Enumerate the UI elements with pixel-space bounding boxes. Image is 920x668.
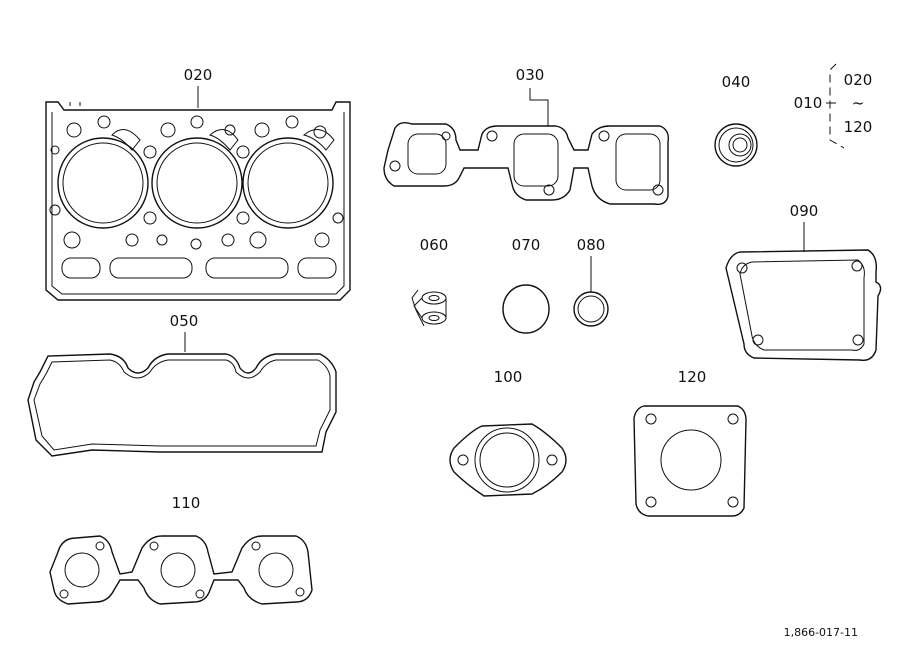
part-number-120: 120 [678, 368, 707, 386]
kit-label-010: 010 [794, 94, 823, 112]
o-ring[interactable] [502, 284, 550, 334]
part-number-030: 030 [516, 66, 545, 84]
part-number-080: 080 [577, 236, 606, 254]
part-number-110: 110 [172, 494, 201, 512]
kit-range-bracket [826, 63, 845, 149]
part-number-070: 070 [512, 236, 541, 254]
cylinder-head-gasket[interactable] [45, 101, 351, 301]
intake-manifold-gasket[interactable] [49, 535, 313, 605]
part-number-100: 100 [494, 368, 523, 386]
head-cover-gasket[interactable] [27, 353, 337, 457]
kit-range-separator: ~ [852, 94, 865, 112]
sealing-washer[interactable] [411, 289, 447, 327]
flange-gasket[interactable] [449, 423, 567, 497]
oil-seal[interactable] [714, 123, 758, 167]
drawing-code: 1,866-017-11 [784, 626, 858, 639]
kit-range-to: 120 [844, 118, 873, 136]
leader-line-030 [529, 88, 549, 126]
part-number-060: 060 [420, 236, 449, 254]
part-number-090: 090 [790, 202, 819, 220]
kit-range-from: 020 [844, 71, 873, 89]
exhaust-manifold-gasket[interactable] [383, 121, 670, 206]
cover-gasket[interactable] [725, 249, 882, 361]
part-number-020: 020 [184, 66, 213, 84]
ring-gasket[interactable] [573, 291, 609, 327]
square-flange-gasket[interactable] [633, 405, 747, 517]
part-number-050: 050 [170, 312, 199, 330]
part-number-040: 040 [722, 73, 751, 91]
